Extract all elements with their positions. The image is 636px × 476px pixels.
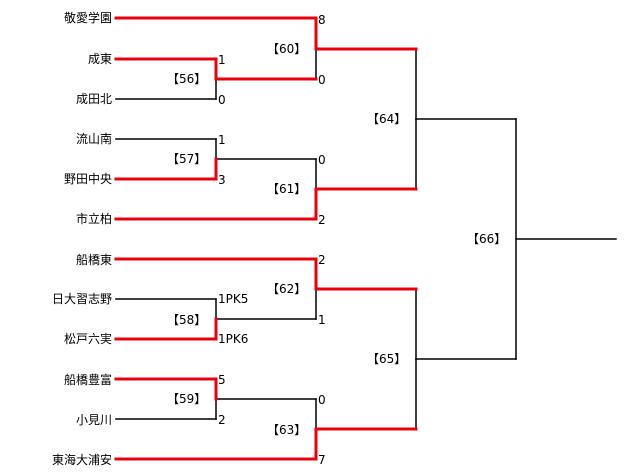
team-keiai-gakuen: 敬愛学園 bbox=[63, 11, 112, 25]
match-56-top-score: 1 bbox=[218, 53, 226, 67]
match-66-label: 【66】 bbox=[467, 232, 507, 246]
match-62-label: 【62】 bbox=[267, 282, 307, 296]
match-57-bottom-score: 3 bbox=[218, 173, 226, 187]
team-shiritsu-kashiwa: 市立柏 bbox=[75, 212, 112, 226]
match-59-bottom-score: 2 bbox=[218, 413, 226, 427]
match-57-top-score: 1 bbox=[218, 133, 226, 147]
match-65-label: 【65】 bbox=[367, 352, 407, 366]
match-60-top-score: 8 bbox=[318, 13, 326, 27]
team-nichidai-narashino: 日大習志野 bbox=[51, 292, 112, 306]
match-63-bottom-score: 7 bbox=[318, 453, 326, 467]
match-58-top-score: 1PK5 bbox=[218, 292, 249, 306]
match-61-top-score: 0 bbox=[318, 153, 326, 167]
match-63-top-score: 0 bbox=[318, 393, 326, 407]
team-nagareyama-minami: 流山南 bbox=[75, 132, 112, 146]
match-59-label: 【59】 bbox=[167, 392, 207, 406]
match-60-label: 【60】 bbox=[267, 42, 307, 56]
team-tokai-urayasu: 東海大浦安 bbox=[51, 453, 112, 467]
match-60-bottom-score: 0 bbox=[318, 73, 326, 87]
match-62-bottom-score: 1 bbox=[318, 313, 326, 327]
match-62-top-score: 2 bbox=[318, 253, 326, 267]
match-61-bottom-score: 2 bbox=[318, 213, 326, 227]
match-59-top-score: 5 bbox=[218, 373, 226, 387]
match-58-bottom-score: 1PK6 bbox=[218, 332, 249, 346]
match-63-label: 【63】 bbox=[267, 423, 307, 437]
team-omigawa: 小見川 bbox=[75, 413, 112, 427]
match-61-label: 【61】 bbox=[267, 182, 307, 196]
team-funabashi-higashi: 船橋東 bbox=[75, 253, 112, 267]
match-57-label: 【57】 bbox=[167, 152, 207, 166]
team-funabashi-houfu: 船橋豊富 bbox=[63, 373, 112, 387]
team-narita-kita: 成田北 bbox=[75, 92, 112, 106]
team-noda-chuo: 野田中央 bbox=[63, 172, 112, 186]
team-matsudo-mutsumi: 松戸六実 bbox=[63, 332, 112, 346]
match-58-label: 【58】 bbox=[167, 313, 207, 327]
match-64-label: 【64】 bbox=[367, 112, 407, 126]
match-56-bottom-score: 0 bbox=[218, 93, 226, 107]
team-naruto: 成東 bbox=[87, 52, 112, 66]
match-56-label: 【56】 bbox=[167, 72, 207, 86]
